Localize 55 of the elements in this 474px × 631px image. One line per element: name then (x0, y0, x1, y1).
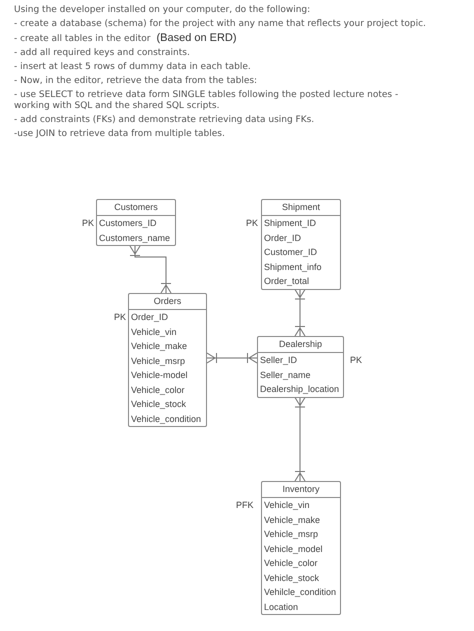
column-name: Vehilcle_condition (263, 586, 338, 599)
entity-table (128, 293, 207, 427)
column-name: Dealership_location (259, 383, 340, 396)
instruction-text: - create all tables in the editor (14, 34, 150, 45)
instruction-text: - use SELECT to retrieve data form SINGLE tables following the posted lecture notes - working with SQL and the shared SQL scripts. (14, 90, 400, 112)
column-name: Order_total (263, 275, 310, 288)
column-name: Vehicle_model (263, 542, 324, 556)
column-name: Shipment_info (263, 260, 323, 274)
column-name: Seller_name (259, 368, 312, 382)
table-name: Shipment (262, 200, 340, 216)
key-marker: PFK (236, 499, 254, 512)
column-name: Customers_ID (98, 217, 158, 230)
instruction-text: - add constraints (FKs) and demonstrate retrieving data using FKs. (14, 115, 316, 126)
entity-table (96, 199, 176, 246)
column-name: Vehicle_color (263, 557, 319, 570)
instruction-text: - add all required keys and constraints. (14, 48, 191, 59)
key-marker: PK (82, 217, 94, 230)
column-name: Vehicle_stock (263, 572, 320, 585)
column-name: Customer_ID (263, 246, 318, 259)
instruction-text: Using the developer installed on your computer, do the following: (14, 5, 312, 16)
column-name: Order_ID (263, 232, 302, 245)
entity-table (261, 199, 341, 290)
relationship-line (130, 246, 172, 294)
table-name: Inventory (262, 482, 340, 498)
column-name: Vehicle_vin (263, 499, 311, 512)
column-name: Vehicle_make (130, 340, 188, 353)
column-name: Vehicle_vin (130, 326, 178, 339)
instruction-text: -use JOIN to retrieve data from multiple tables. (14, 129, 226, 140)
key-marker: PK (114, 311, 126, 324)
key-marker: PK (246, 217, 258, 230)
column-name: Customers_name (98, 232, 172, 245)
relationship-line (294, 397, 306, 482)
column-name: Vehicle_make (263, 514, 322, 527)
instruction-text: - Now, in the editor, retrieve the data from the tables: (14, 76, 258, 87)
instruction-text: - insert at least 5 rows of dummy data in each table. (14, 62, 252, 73)
table-name: Dealership (258, 337, 343, 353)
column-name: Vehicle_color (130, 384, 186, 397)
instruction-text: (Based on ERD) (156, 33, 237, 44)
column-name: Seller_ID (259, 354, 298, 367)
key-marker: PK (350, 354, 362, 367)
column-name: Vehicle_stock (130, 398, 188, 411)
column-name: Vehicle_condition (130, 412, 202, 426)
column-name: Vehicle_msrp (263, 528, 320, 541)
entity-table (261, 481, 341, 615)
table-name: Customers (97, 200, 175, 216)
instruction-text: - create a database (schema) for the project with any name that reflects your project topic. (14, 19, 427, 30)
relationship-line (294, 289, 306, 336)
column-name: Vehicle-model (130, 369, 189, 382)
entity-table (257, 336, 344, 398)
relationship-line (206, 352, 258, 364)
column-name: Shipment_ID (263, 217, 318, 230)
table-name: Orders (129, 294, 206, 310)
column-name: Order_ID (130, 311, 170, 324)
column-name: Vehicle_msrp (130, 354, 186, 368)
column-name: Location (263, 600, 300, 614)
